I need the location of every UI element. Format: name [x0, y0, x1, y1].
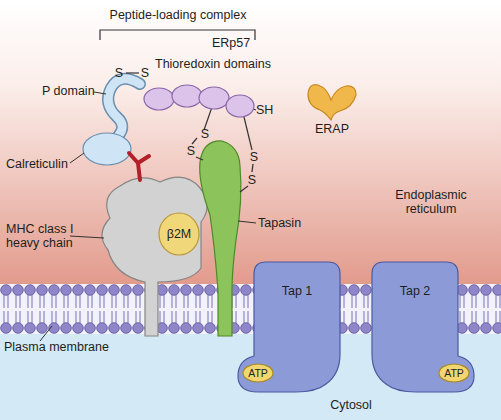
thioredoxin-domain: [199, 87, 229, 109]
sulfur-atom: S: [185, 144, 197, 158]
leader-line: [40, 326, 52, 341]
node-shape: [372, 262, 474, 392]
compartment-label: Cytosol: [320, 398, 382, 412]
node-label: Tap 1: [254, 284, 340, 298]
sulfur-atom: S: [248, 150, 260, 164]
beta2m-domain: β2M: [158, 212, 200, 256]
enzyme: ERAP: [300, 80, 364, 142]
protein-label: MHC class I heavy chain: [6, 222, 84, 250]
disulfide-bond: [192, 138, 197, 144]
p-domain-outline: [108, 79, 140, 136]
transporter: Tap 2 ATP: [358, 262, 476, 394]
atp-molecule: ATP: [438, 363, 470, 383]
mhc-heavy-chain: [102, 177, 207, 336]
link-line: [244, 117, 252, 150]
domain-label: Thioredoxin domains: [155, 57, 281, 71]
thioredoxin-domain: [144, 88, 174, 110]
atp-molecule: ATP: [242, 363, 274, 383]
leader-line: [70, 153, 84, 163]
node-shape: [238, 262, 340, 392]
compartment-label: Endoplasmic reticulum: [385, 188, 477, 216]
node-label: ATP: [438, 366, 470, 380]
protein-label: ERp57: [203, 36, 259, 50]
leader-line: [94, 92, 106, 94]
transporter: Tap 1 ATP: [236, 262, 354, 394]
protein-label: Tapasin: [258, 216, 318, 230]
node-shape: [159, 213, 199, 255]
er-lumen: [0, 0, 501, 286]
leader-line: [70, 236, 104, 238]
p-domain-arm: [108, 79, 140, 136]
protein-label: Calreticulin: [6, 157, 86, 171]
node-label: ERAP: [300, 122, 364, 136]
node-shape: [308, 85, 356, 120]
link-line: [204, 107, 212, 130]
sulfur-atom: S: [113, 66, 125, 80]
disulfide-bond: [252, 164, 253, 172]
thioredoxin-domain: [172, 85, 202, 107]
group-label: Peptide-loading complex: [100, 8, 256, 22]
sulfur-atom: S: [139, 66, 151, 80]
thioredoxin-domain: [226, 95, 254, 117]
disulfide-bond: [126, 72, 139, 73]
tapasin-shape: [200, 141, 241, 336]
leader-line: [238, 221, 256, 223]
node-shape: [439, 364, 469, 382]
node-label: β2M: [158, 227, 200, 241]
sulfur-atom: S: [246, 173, 258, 187]
structure-label: Plasma membrane: [4, 340, 116, 354]
node-label: ATP: [242, 366, 274, 380]
glycan: [129, 153, 149, 180]
calreticulin-globular: [83, 133, 131, 165]
sulfur-atom: S: [199, 127, 211, 141]
node-label: Tap 2: [372, 284, 458, 298]
thiol-label: SH: [256, 103, 278, 117]
domain-label: P domain: [42, 84, 102, 98]
link-line: [196, 157, 203, 160]
link-line: [240, 186, 248, 192]
node-shape: [243, 364, 273, 382]
